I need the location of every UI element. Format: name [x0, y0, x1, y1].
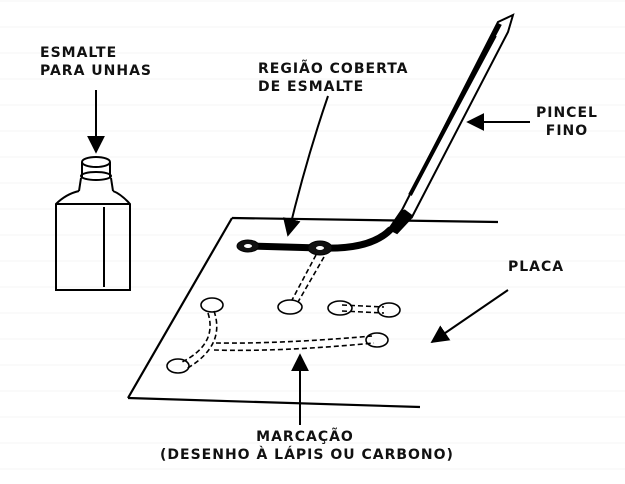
nail-polish-bottle — [55, 156, 131, 291]
nail-polish-label: ESMALTE PARA UNHAS — [40, 44, 152, 80]
painted-trace — [236, 226, 394, 256]
brush-label-line1: PINCEL — [536, 105, 598, 121]
nail-polish-label-line1: ESMALTE — [40, 45, 118, 61]
marking-label-line2: (DESENHO À LÁPIS OU CARBONO) — [160, 447, 454, 463]
nail-polish-label-line2: PARA UNHAS — [40, 63, 153, 79]
covered-region-label: REGIÃO COBERTA DE ESMALTE — [258, 60, 409, 96]
marking-label: MARCAÇÃO (DESENHO À LÁPIS OU CARBONO) — [160, 428, 454, 464]
covered-region-label-line2: DE ESMALTE — [258, 79, 365, 95]
board-label: PLACA — [508, 259, 565, 275]
brush-label-line2: FINO — [545, 123, 589, 139]
marking-label-line1: MARCAÇÃO — [256, 429, 354, 445]
fine-brush — [387, 13, 515, 235]
pencil-marking — [166, 254, 401, 374]
board-outline — [127, 216, 499, 409]
brush-label: PINCEL FINO — [536, 104, 598, 140]
covered-region-label-line1: REGIÃO COBERTA — [258, 61, 409, 77]
annotation-arrows — [87, 90, 530, 425]
